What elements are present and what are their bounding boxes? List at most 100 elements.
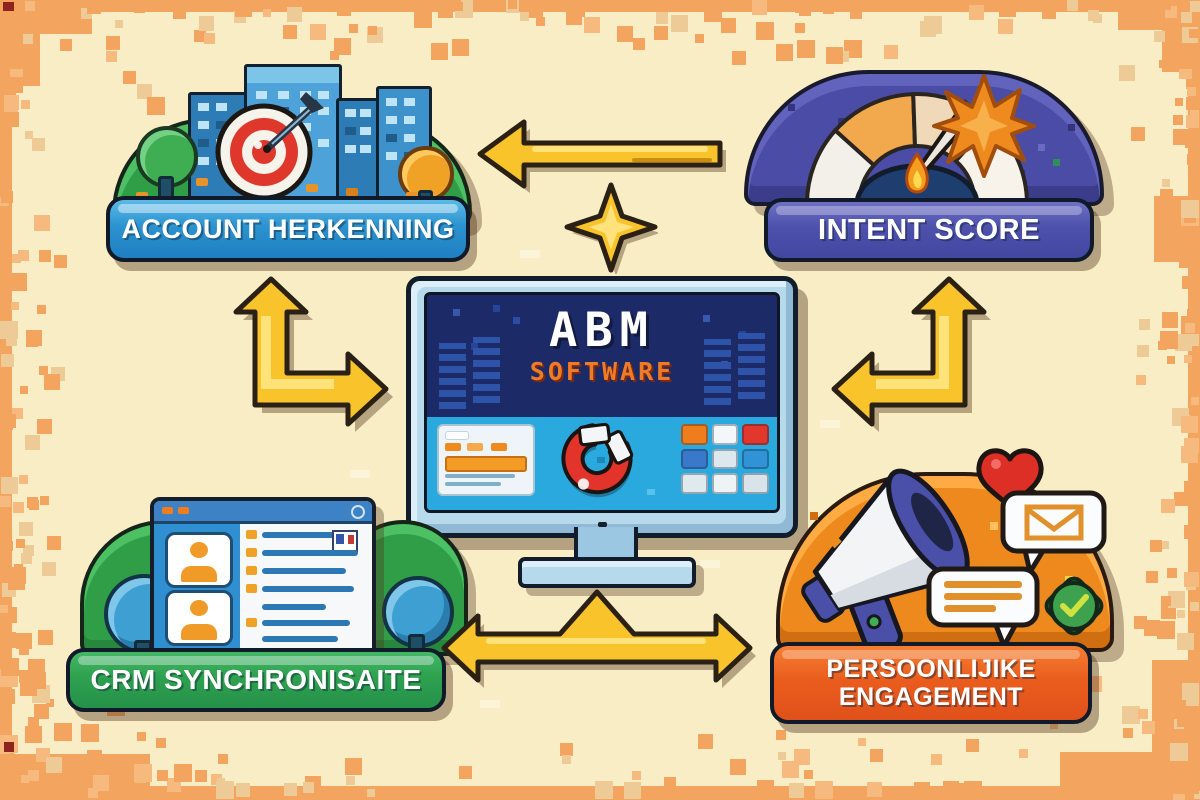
border-pixel <box>194 30 206 42</box>
border-pixel <box>283 25 297 39</box>
dash-icon <box>681 424 708 445</box>
border-pixel <box>20 386 28 394</box>
border-pixel <box>11 302 19 310</box>
search-icon <box>351 505 365 519</box>
border-pixel <box>34 215 50 231</box>
border-pixel <box>704 4 722 22</box>
border-pixel <box>1 354 14 367</box>
list-bullet <box>246 618 257 627</box>
border-pixel <box>1186 781 1199 794</box>
border-pixel <box>1161 499 1175 513</box>
border-pixel <box>287 7 302 22</box>
border-pixel <box>1170 743 1188 761</box>
border-pixel <box>732 51 746 65</box>
border-pixel <box>1187 489 1197 499</box>
border-pixel <box>827 0 839 12</box>
border-pixel <box>12 12 25 25</box>
pill-shine <box>782 650 1080 659</box>
card-line <box>445 482 501 486</box>
border-pixel <box>914 782 930 798</box>
email-bubble-icon <box>1000 490 1107 576</box>
border-pixel <box>330 51 339 60</box>
border-pixel <box>570 2 585 17</box>
border-pixel <box>54 255 67 268</box>
border-pixel <box>1175 98 1183 106</box>
border-pixel <box>174 764 192 782</box>
border-pixel <box>58 11 70 23</box>
mound-speckles <box>810 512 818 520</box>
border-pixel <box>1159 60 1167 68</box>
border-pixel <box>1042 5 1056 19</box>
border-pixel <box>795 5 803 13</box>
border-pixel <box>804 770 813 779</box>
node-crm-sync: CRM SYNCHRONISAITE <box>66 648 446 712</box>
border-pixel <box>1184 438 1199 453</box>
border-pixel <box>414 10 432 28</box>
dash-icon <box>711 448 739 470</box>
border-pixel <box>115 20 123 28</box>
card-orange-row <box>445 443 461 451</box>
border-pixel <box>25 131 33 139</box>
border-pixel <box>1050 721 1058 729</box>
dash-icon <box>681 448 708 470</box>
code-stripes <box>738 333 765 399</box>
border-pixel <box>106 36 120 50</box>
crm-contact-panel <box>154 524 240 653</box>
border-pixel <box>303 782 314 793</box>
border-pixel <box>1173 115 1183 125</box>
border-pixel <box>562 755 571 764</box>
border-pixel <box>426 0 436 10</box>
border-pixel <box>867 782 882 797</box>
border-pixel <box>9 273 27 291</box>
border-pixel <box>1179 66 1192 79</box>
list-line <box>262 636 338 642</box>
border-pixel <box>1191 634 1199 642</box>
border-pixel <box>137 84 152 99</box>
chat-bubble-icon <box>926 566 1040 650</box>
avatar <box>181 566 217 582</box>
border-pixel <box>1141 1 1158 18</box>
border-pixel <box>87 750 102 765</box>
border-pixel <box>1162 179 1170 187</box>
crm-window-icon <box>150 497 376 657</box>
border-pixel <box>774 1 784 11</box>
border-pixel <box>884 45 898 59</box>
border-pixel <box>199 16 214 31</box>
pill-shine <box>78 656 434 665</box>
monitor-subtitle: SOFTWARE <box>529 357 675 386</box>
border-pixel <box>1047 789 1055 797</box>
border-pixel <box>12 254 21 263</box>
border-pixel <box>1194 791 1200 799</box>
border-pixel <box>1184 355 1192 363</box>
border-pixel <box>1174 492 1188 506</box>
border-pixel <box>526 1 543 18</box>
border-pixel <box>1181 12 1192 23</box>
border-pixel <box>815 781 833 799</box>
border-pixel <box>778 752 786 760</box>
border-pixel <box>633 38 645 50</box>
border-pixel <box>1181 416 1198 433</box>
border-pixel <box>795 23 805 33</box>
border-pixel <box>19 645 29 655</box>
border-pixel <box>1190 1 1200 12</box>
border-pixel <box>134 764 152 782</box>
border-pixel <box>34 704 49 719</box>
border-pixel <box>698 734 713 749</box>
border-pixel <box>16 539 25 548</box>
border-pixel <box>195 770 207 782</box>
shrub-pixels <box>196 178 208 186</box>
border-pixel <box>1181 252 1191 262</box>
border-pixel <box>1186 115 1199 128</box>
border-pixel <box>1 477 18 494</box>
border-pixel <box>1177 633 1194 650</box>
border-pixel <box>756 22 774 40</box>
border-pixel <box>1175 334 1192 351</box>
border-pixel <box>40 496 49 505</box>
border-pixel <box>838 51 849 62</box>
border-pixel <box>217 778 225 786</box>
border-pixel <box>1187 87 1196 96</box>
border-pixel <box>1131 127 1145 141</box>
window-dot <box>162 507 173 514</box>
border-pixel <box>0 689 15 704</box>
avatar <box>190 542 208 558</box>
